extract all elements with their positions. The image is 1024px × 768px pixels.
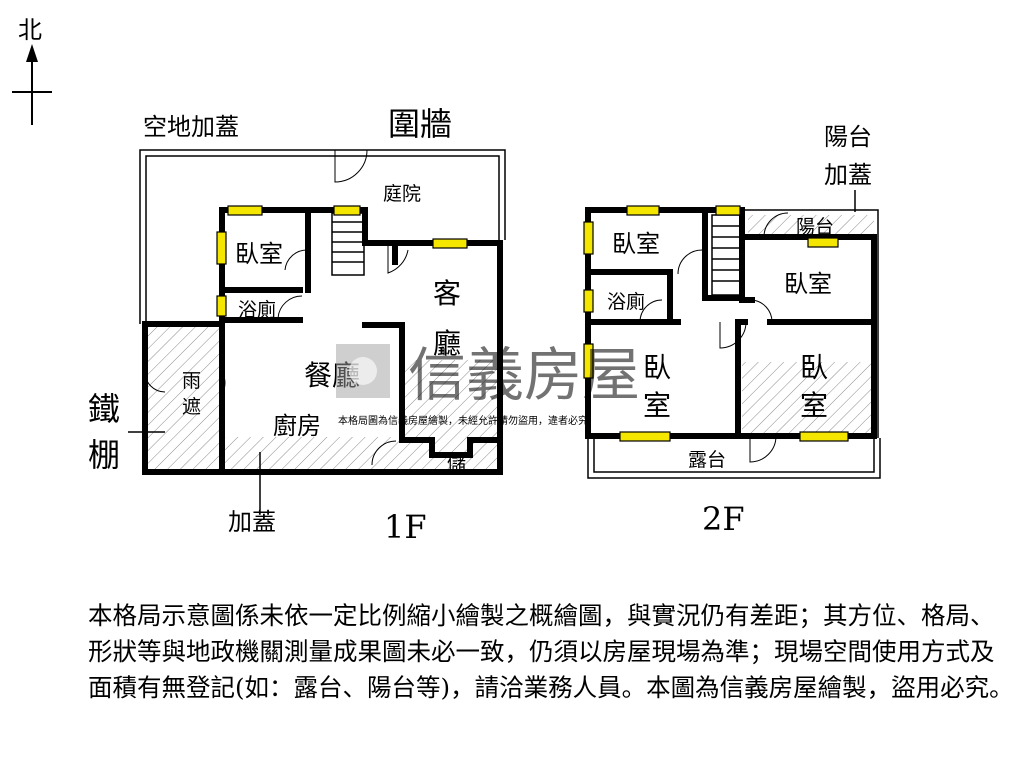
floor-1f-label: 1F (384, 508, 427, 546)
bedroom-nw-label: 臥室 (612, 230, 660, 258)
wall-label: 圍牆 (388, 105, 452, 143)
bedroom-label: 臥室 (235, 240, 283, 268)
stairs-1f (331, 212, 365, 276)
bedroom-ne-label: 臥室 (784, 270, 832, 298)
living-label-1: 客 (433, 277, 461, 310)
window (583, 221, 594, 255)
balcony-extension-label-1: 陽台 (824, 123, 872, 151)
floor-1f: 空地加蓋 圍牆 庭院 臥室 浴廁 客 廳 餐廳 廚房 雨 遮 儲 鐵 棚 加蓋 … (88, 105, 506, 546)
bedroom-se-label-2: 室 (800, 389, 828, 422)
bathroom-label: 浴廁 (238, 298, 276, 321)
window (583, 289, 594, 313)
balcony-area (748, 215, 874, 237)
bedroom-sw-label-2: 室 (643, 389, 671, 422)
watermark-brand: 信義房屋 (408, 341, 640, 409)
living-extension-area (400, 360, 500, 437)
balcony-label: 陽台 (796, 216, 834, 238)
floor-2f: 陽台 加蓋 臥室 浴廁 陽台 臥室 臥 室 臥 室 露台 2F (583, 123, 881, 538)
north-arrow: 北 (12, 16, 52, 125)
window (715, 205, 741, 216)
bathroom-2f-label: 浴廁 (607, 290, 645, 313)
kitchen-label: 廚房 (273, 412, 321, 440)
window (216, 231, 227, 265)
floor-2f-label: 2F (702, 500, 745, 538)
canopy-label-2: 遮 (182, 396, 201, 418)
bedroom-se-hatch (742, 362, 874, 436)
bedroom-sw-label-1: 臥 (643, 351, 671, 384)
window (807, 237, 839, 248)
window (333, 205, 361, 216)
window (626, 205, 660, 216)
bedroom-se-label-1: 臥 (800, 351, 828, 384)
iron-shed-label-1: 鐵 (88, 390, 120, 428)
extension-label: 加蓋 (228, 508, 276, 536)
canopy-area (145, 327, 222, 472)
window (432, 238, 468, 249)
disclaimer-text: 本格局示意圖係未依一定比例縮小繪製之概繪圖，與實況仍有差距；其方位、格局、形狀等… (88, 601, 1014, 702)
living-label-2: 廳 (433, 327, 461, 360)
balcony-extension-label-2: 加蓋 (824, 161, 872, 189)
window (216, 295, 227, 317)
watermark-notice: 本格局圖為信義房屋繪製，未經允許請勿盜用，違者必究 (338, 414, 588, 427)
window (799, 431, 849, 442)
iron-shed-label-2: 棚 (88, 436, 120, 474)
canopy-label-1: 雨 (182, 370, 201, 392)
courtyard-label: 庭院 (383, 183, 421, 205)
window (619, 431, 671, 442)
wall-1f-outer (142, 207, 503, 475)
yard-extension-label: 空地加蓋 (143, 113, 239, 141)
floor-plan-diagram: 北 (12, 16, 881, 546)
yard-boundary (139, 149, 506, 324)
window (583, 343, 594, 379)
terrace-label: 露台 (688, 449, 726, 471)
storage-label: 儲 (447, 453, 466, 475)
window (227, 205, 263, 216)
watermark: 信義房屋 本格局圖為信義房屋繪製，未經允許請勿盜用，違者必究 (336, 341, 640, 427)
stairs-2f (711, 214, 741, 296)
north-label: 北 (18, 16, 42, 44)
